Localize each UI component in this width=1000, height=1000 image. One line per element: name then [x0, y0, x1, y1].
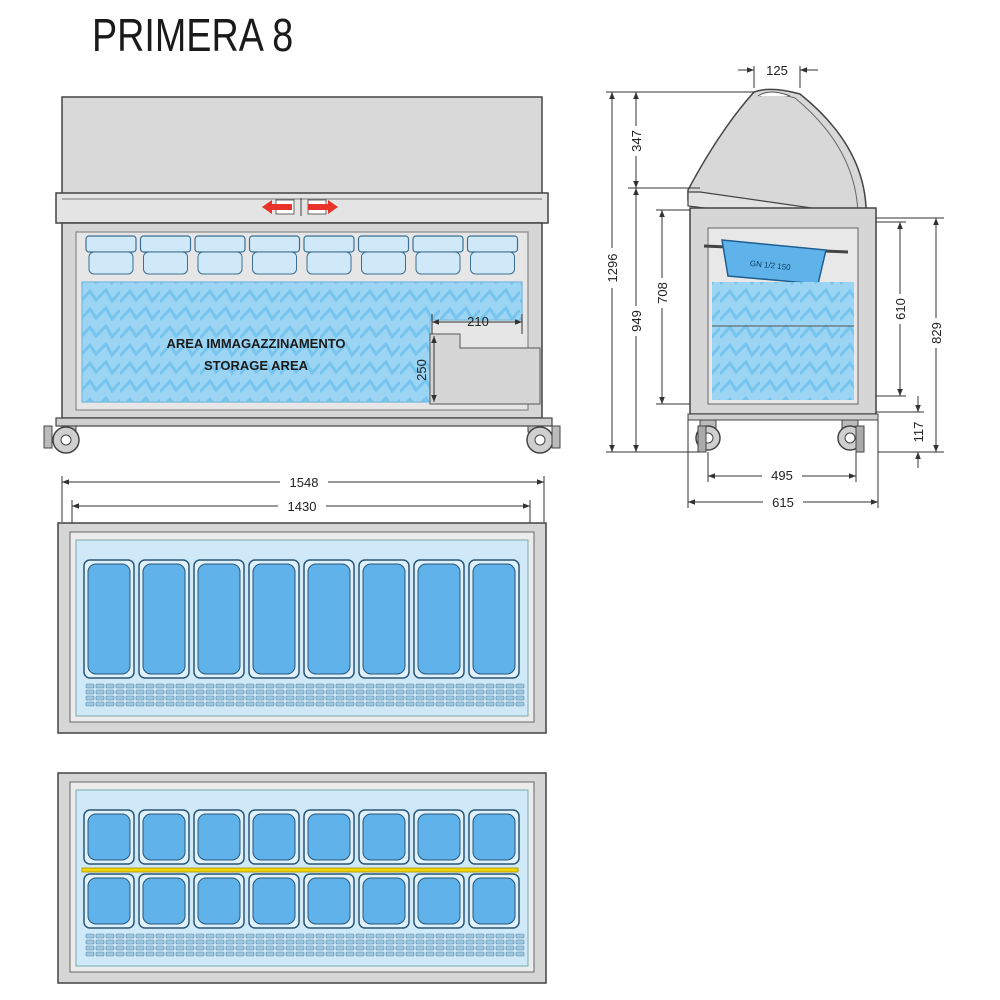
- plan-pan-row: [83, 559, 520, 679]
- front-pan: [303, 235, 355, 253]
- front-pan: [194, 235, 246, 253]
- wheel-icon: [526, 425, 561, 454]
- dim-counter-height: 829: [929, 322, 944, 344]
- dim-inner-width: 1430: [288, 499, 317, 514]
- dim-storage-inner: 610: [893, 298, 908, 320]
- plan-view-top: 1548 1430: [57, 474, 547, 734]
- front-pan: [357, 235, 410, 253]
- dim-body-height: 949: [629, 310, 644, 332]
- front-pan: [139, 235, 192, 253]
- dim-total-height: 1296: [605, 254, 620, 283]
- front-pan: [466, 235, 519, 253]
- vent-grille: [85, 683, 525, 707]
- counter-top: [55, 192, 549, 224]
- side-view: GN 1/2 150 125: [602, 63, 945, 510]
- dim-step-height: 250: [414, 359, 429, 381]
- dim-step-width: 210: [467, 314, 489, 329]
- plan-pan-row-front: [83, 873, 520, 929]
- wheel-icon: [695, 419, 721, 453]
- side-storage-area: [712, 282, 854, 400]
- vent-grille: [85, 933, 525, 957]
- plan-view-bottom: [57, 772, 547, 984]
- divider-bar: [81, 867, 519, 873]
- front-pan: [412, 235, 464, 253]
- dim-inner-depth: 495: [771, 468, 793, 483]
- front-view: 210 250 AREA IMMAGAZZINAMENTO STORAGE AR…: [43, 96, 561, 454]
- dim-storage-outer: 708: [655, 282, 670, 304]
- side-canopy: [687, 88, 867, 223]
- sliding-arrows-icon: [262, 198, 338, 216]
- storage-label-it: AREA IMMAGAZZINAMENTO: [166, 336, 345, 351]
- canopy-glass: [61, 96, 543, 196]
- storage-area: [81, 281, 523, 403]
- dim-outer-depth: 615: [772, 495, 794, 510]
- dim-outer-width: 1548: [290, 475, 319, 490]
- tray-icon: GN 1/2 150: [703, 239, 849, 285]
- wheel-icon: [43, 425, 80, 454]
- plan-pan-row-rear: [83, 809, 520, 865]
- front-pan-row: [85, 235, 519, 275]
- page-title: PRIMERA 8: [92, 9, 294, 61]
- dim-wheel-height: 117: [911, 422, 926, 443]
- wheel-icon: [837, 419, 865, 453]
- tray-label: GN 1/2 150: [749, 259, 791, 272]
- front-pan: [85, 235, 137, 253]
- front-pan: [248, 235, 301, 253]
- dim-canopy: 347: [629, 130, 644, 152]
- dim-top-width: 125: [766, 63, 788, 78]
- storage-label-en: STORAGE AREA: [204, 358, 309, 373]
